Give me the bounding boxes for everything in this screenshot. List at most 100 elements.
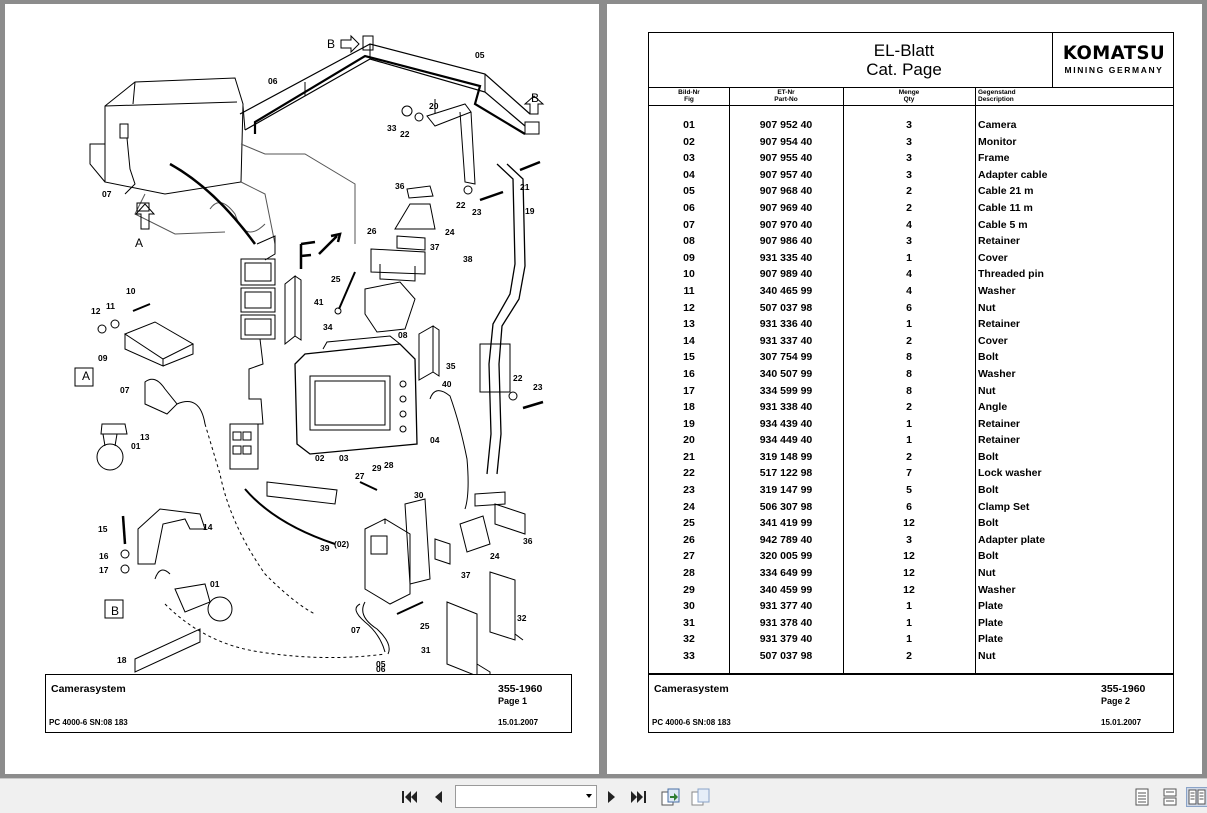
single-page-view-button[interactable] (1131, 787, 1153, 807)
title-block-name: Camerasystem (654, 683, 729, 695)
continuous-view-button[interactable] (1159, 787, 1181, 807)
cell-qty: 3 (906, 533, 912, 546)
catalog-title-line-1: EL-Blatt (873, 41, 935, 60)
cell-fig: 03 (683, 152, 695, 165)
prev-page-icon (435, 791, 442, 803)
cell-description: Lock washer (978, 467, 1042, 480)
cell-description: Retainer (978, 417, 1021, 430)
title-block-number: 355-1960 (1101, 683, 1146, 695)
cell-part-no: 320 005 99 (759, 550, 813, 563)
cell-qty: 8 (906, 367, 912, 380)
callout-label: 17 (99, 565, 109, 575)
callout-label: (02) (334, 539, 349, 549)
callout-label: 08 (398, 330, 408, 340)
cell-fig: 07 (683, 218, 695, 231)
cell-description: Bolt (978, 450, 999, 463)
callout-label: 02 (315, 453, 325, 463)
cell-description: Camera (978, 119, 1017, 131)
column-divider (729, 88, 730, 673)
first-page-button[interactable] (398, 787, 420, 807)
callout-label: 37 (461, 570, 471, 580)
cell-description: Cable 5 m (978, 218, 1028, 231)
rotate-back-button[interactable] (660, 787, 682, 807)
column-header-fig-de: Bild-Nr (678, 89, 700, 96)
callout-label: B (111, 604, 119, 618)
next-page-button[interactable] (601, 787, 623, 807)
cell-part-no: 334 649 99 (759, 567, 813, 580)
callout-label: B (327, 37, 335, 51)
cell-part-no: 340 507 99 (759, 367, 813, 380)
cell-description: Retainer (978, 434, 1021, 447)
cell-part-no: 931 335 40 (759, 251, 813, 264)
cell-part-no: 934 439 40 (759, 417, 813, 430)
callout-label: 24 (445, 227, 455, 237)
last-page-button[interactable] (628, 787, 650, 807)
page-number-select[interactable] (455, 785, 597, 808)
cell-qty: 8 (906, 351, 912, 364)
callout-label: 30 (414, 490, 424, 500)
callout-label: 05 (376, 659, 386, 669)
cell-fig: 16 (683, 367, 695, 380)
komatsu-logo: KOMATSU MINING GERMANY (1059, 43, 1169, 75)
title-block-name: Camerasystem (51, 683, 126, 695)
cell-fig: 20 (683, 434, 695, 447)
cell-description: Washer (978, 284, 1016, 297)
callout-label: 22 (513, 373, 523, 383)
column-header-part: ET-Nr Part-No (729, 89, 843, 107)
cell-description: Bolt (978, 517, 999, 530)
cell-part-no: 931 338 40 (759, 401, 813, 414)
cell-qty: 7 (906, 467, 912, 480)
callout-label: 32 (517, 613, 527, 623)
exploded-view-diagram: B0506B20332207A2122231936242637382541101… (74, 34, 545, 674)
callout-label: 06 (376, 664, 386, 674)
cell-qty: 2 (906, 401, 912, 414)
cell-qty: 12 (903, 583, 915, 596)
cell-fig: 21 (683, 450, 695, 463)
cell-description: Cable 11 m (978, 201, 1033, 214)
cell-qty: 3 (906, 235, 912, 248)
cell-qty: 4 (906, 218, 912, 231)
two-page-view-button[interactable] (1186, 787, 1207, 807)
cell-qty: 1 (906, 417, 912, 430)
title-block-date: 15.01.2007 (498, 718, 539, 727)
callout-label: 12 (91, 306, 101, 316)
cell-description: Cover (978, 334, 1008, 347)
column-header-desc: Gegenstand Description (978, 89, 1168, 107)
cell-qty: 8 (906, 384, 912, 397)
cell-part-no: 319 147 99 (759, 484, 813, 497)
cell-part-no: 307 754 99 (759, 351, 813, 364)
callout-label: 07 (120, 385, 130, 395)
callout-label: 19 (525, 206, 535, 216)
cell-qty: 2 (906, 650, 912, 662)
title-block-number: 355-1960 (498, 683, 543, 695)
column-divider (975, 88, 976, 673)
prev-page-button[interactable] (427, 787, 449, 807)
callout-label: 39 (320, 543, 330, 553)
cell-part-no: 907 955 40 (759, 152, 813, 165)
cell-part-no: 931 336 40 (759, 318, 813, 331)
cell-qty: 1 (906, 600, 912, 613)
two-page-view-icon (1188, 789, 1206, 805)
cell-qty: 2 (906, 450, 912, 463)
rotate-forward-button[interactable] (690, 787, 712, 807)
cell-qty: 1 (906, 251, 912, 264)
cell-description: Clamp Set (978, 500, 1030, 513)
cell-fig: 15 (683, 351, 695, 364)
single-page-view-icon (1135, 788, 1149, 806)
cell-fig: 17 (683, 384, 695, 397)
cell-qty: 12 (903, 567, 915, 580)
cell-part-no: 907 954 40 (759, 135, 813, 148)
